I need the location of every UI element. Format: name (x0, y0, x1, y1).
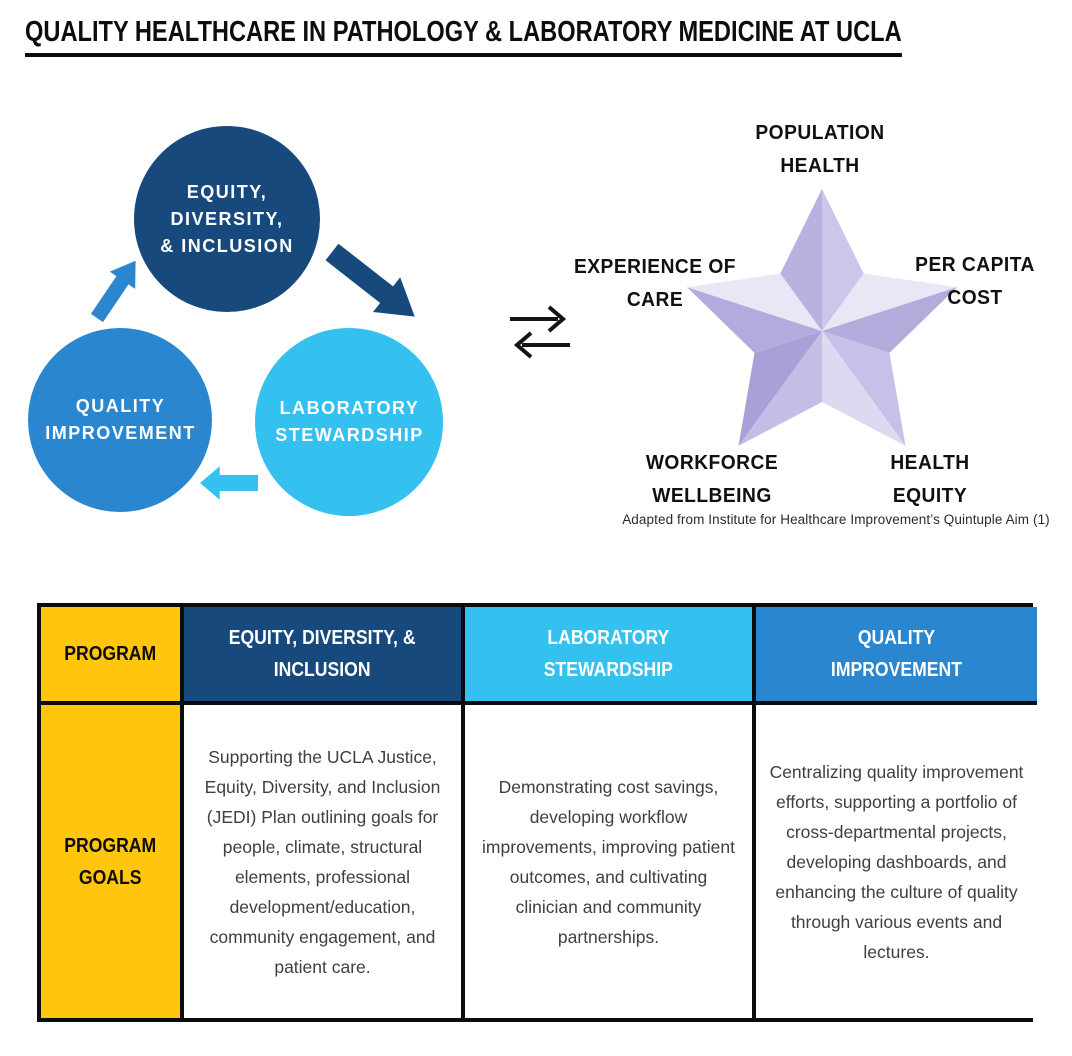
edi-circle-label: EQUITY, DIVERSITY, & INCLUSION (127, 179, 327, 260)
exchange-arrows-icon (510, 305, 570, 359)
experience-line-2: CARE (626, 289, 684, 311)
header-text-laboratory-stewardship: LABORATORY STEWARDSHIP (535, 622, 682, 686)
ls-line-2: STEWARDSHIP (275, 425, 424, 445)
per-capita-line-1: PER CAPITA (915, 254, 1035, 276)
arrow-edi-to-stewardship-icon (325, 243, 415, 317)
laboratory-stewardship-circle (255, 328, 443, 516)
edi-line-2: DIVERSITY, (170, 209, 284, 229)
star-facet (686, 273, 822, 331)
star-facet (822, 273, 958, 331)
row-label-text-program-goals: PROGRAM GOALS (58, 830, 162, 894)
header-text-quality-improvement: QUALITY IMPROVEMENT (822, 622, 971, 686)
qi-line-1: QUALITY (75, 396, 166, 416)
header-cell-program: PROGRAM (41, 607, 180, 705)
star-facet (822, 287, 958, 353)
star-facet (822, 331, 906, 446)
health-equity-line-1: HEALTH (890, 452, 970, 474)
workforce-line-1: WORKFORCE (645, 452, 779, 474)
header-qi-line-2: IMPROVEMENT (830, 659, 963, 681)
goal-text-laboratory-stewardship: Demonstrating cost savings, developing w… (482, 776, 735, 947)
program-goals-line-2: GOALS (79, 866, 142, 889)
header-ls-line-2: STEWARDSHIP (543, 659, 674, 681)
goal-text-edi: Supporting the UCLA Justice, Equity, Div… (204, 746, 441, 977)
workforce-line-2: WELLBEING (652, 485, 772, 507)
edi-line-1: EQUITY, (186, 182, 268, 202)
arrow-stewardship-to-quality-icon (200, 466, 258, 500)
star-facet (822, 189, 864, 331)
header-cell-laboratory-stewardship: LABORATORY STEWARDSHIP (461, 607, 752, 705)
program-goals-line-1: PROGRAM (64, 834, 157, 857)
goal-cell-quality-improvement: Centralizing quality improvement efforts… (752, 705, 1037, 1018)
edi-circle (134, 126, 320, 312)
goal-cell-edi: Supporting the UCLA Justice, Equity, Div… (180, 705, 461, 1018)
goal-text-quality-improvement: Centralizing quality improvement efforts… (769, 761, 1024, 962)
star-label-health-equity: HEALTH EQUITY (830, 447, 1030, 513)
edi-line-3: & INCLUSION (160, 236, 294, 256)
star-facet (780, 189, 822, 331)
header-ls-line-1: LABORATORY (547, 627, 670, 649)
cycle-diagram (28, 126, 443, 516)
star-label-experience-of-care: EXPERIENCE OF CARE (560, 251, 750, 317)
header-program-line-1: PROGRAM (64, 643, 157, 665)
star-caption: Adapted from Institute for Healthcare Im… (622, 512, 1050, 527)
population-line-2: HEALTH (780, 155, 860, 177)
star-label-population-health: POPULATION HEALTH (720, 117, 920, 183)
laboratory-stewardship-circle-label: LABORATORY STEWARDSHIP (247, 395, 452, 449)
star-facet (686, 287, 822, 353)
header-qi-line-1: QUALITY (857, 627, 936, 649)
star-label-workforce-wellbeing: WORKFORCE WELLBEING (612, 447, 812, 513)
star-facet (738, 331, 822, 446)
goal-cell-laboratory-stewardship: Demonstrating cost savings, developing w… (461, 705, 752, 1018)
page-title: QUALITY HEALTHCARE IN PATHOLOGY & LABORA… (25, 16, 902, 57)
ls-line-1: LABORATORY (279, 398, 420, 418)
header-edi-line-2: INCLUSION (274, 659, 371, 681)
population-line-1: POPULATION (755, 122, 885, 144)
header-text-edi: EQUITY, DIVERSITY, & INCLUSION (216, 622, 428, 686)
health-equity-line-2: EQUITY (892, 485, 968, 507)
header-text-program: PROGRAM (58, 638, 162, 670)
header-edi-line-1: EQUITY, DIVERSITY, & (229, 627, 416, 649)
header-cell-edi: EQUITY, DIVERSITY, & INCLUSION (180, 607, 461, 705)
quality-improvement-circle (28, 328, 212, 512)
quintuple-aim-star (686, 189, 958, 446)
arrow-quality-to-edi-icon (90, 260, 136, 323)
row-label-cell-program-goals: PROGRAM GOALS (41, 705, 180, 1018)
quality-improvement-circle-label: QUALITY IMPROVEMENT (18, 393, 223, 447)
per-capita-line-2: COST (947, 287, 1003, 309)
header-cell-quality-improvement: QUALITY IMPROVEMENT (752, 607, 1037, 705)
qi-line-2: IMPROVEMENT (45, 423, 196, 443)
experience-line-1: EXPERIENCE OF (573, 256, 736, 278)
program-table: PROGRAM EQUITY, DIVERSITY, & INCLUSION L… (37, 603, 1037, 1022)
star-label-per-capita-cost: PER CAPITA COST (880, 249, 1070, 315)
